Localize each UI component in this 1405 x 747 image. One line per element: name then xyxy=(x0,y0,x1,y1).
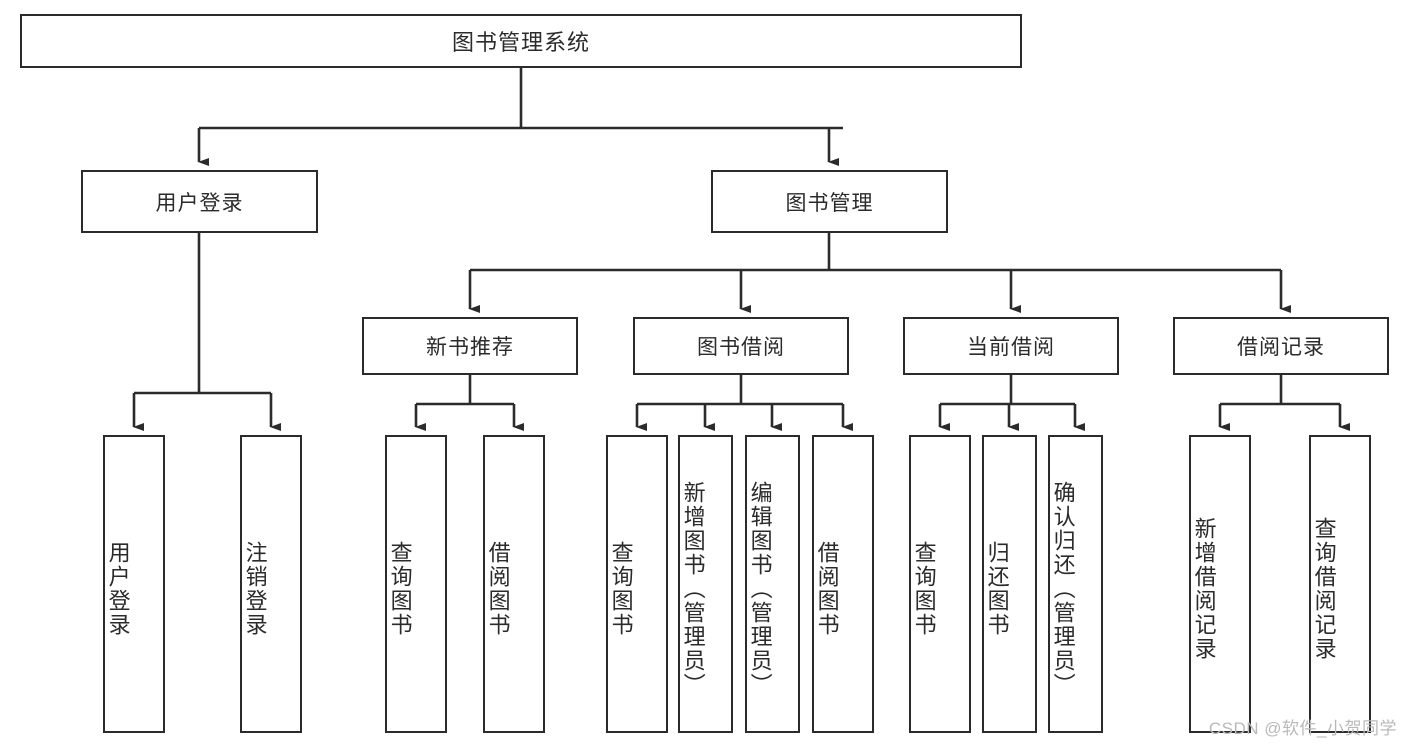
leaf-query-borrow-record[interactable]: 查询借阅记录 xyxy=(1309,435,1371,733)
leaf-logout-label: 注销登录 xyxy=(242,541,268,637)
leaf-user-login[interactable]: 用户登录 xyxy=(103,435,165,733)
node-current-borrow-label: 当前借阅 xyxy=(967,336,1055,359)
leaf-borrow-book-new-label: 借阅图书 xyxy=(485,541,511,637)
leaf-return-book-label: 归还图书 xyxy=(984,541,1010,637)
leaf-add-book-admin-label: 新增图书（管理员） xyxy=(680,481,706,697)
leaf-user-login-label: 用户登录 xyxy=(105,541,131,637)
leaf-query-book-new-label: 查询图书 xyxy=(387,541,413,637)
leaf-query-book-current-label: 查询图书 xyxy=(911,541,937,637)
leaf-add-borrow-record[interactable]: 新增借阅记录 xyxy=(1189,435,1251,733)
node-book-borrow-label: 图书借阅 xyxy=(697,336,785,359)
leaf-borrow-book-new[interactable]: 借阅图书 xyxy=(483,435,545,733)
leaf-confirm-return-admin[interactable]: 确认归还（管理员） xyxy=(1048,435,1103,733)
leaf-return-book[interactable]: 归还图书 xyxy=(982,435,1037,733)
leaf-edit-book-admin[interactable]: 编辑图书（管理员） xyxy=(745,435,800,733)
watermark: CSDN @软件_小贺同学 xyxy=(1208,719,1397,738)
node-new-book-recommend-label: 新书推荐 xyxy=(426,336,514,359)
node-user-login[interactable]: 用户登录 xyxy=(81,170,318,233)
leaf-logout[interactable]: 注销登录 xyxy=(240,435,302,733)
node-borrow-records-label: 借阅记录 xyxy=(1237,336,1325,359)
leaf-query-book-current[interactable]: 查询图书 xyxy=(909,435,971,733)
node-borrow-records[interactable]: 借阅记录 xyxy=(1173,317,1389,375)
node-user-login-label: 用户登录 xyxy=(155,191,244,215)
node-book-management[interactable]: 图书管理 xyxy=(711,170,948,233)
node-current-borrow[interactable]: 当前借阅 xyxy=(903,317,1119,375)
leaf-confirm-return-admin-label: 确认归还（管理员） xyxy=(1050,481,1076,697)
leaf-query-book-new[interactable]: 查询图书 xyxy=(385,435,447,733)
leaf-add-borrow-record-label: 新增借阅记录 xyxy=(1191,517,1217,661)
node-root[interactable]: 图书管理系统 xyxy=(20,14,1022,68)
leaf-add-book-admin[interactable]: 新增图书（管理员） xyxy=(678,435,733,733)
leaf-edit-book-admin-label: 编辑图书（管理员） xyxy=(747,481,773,697)
node-new-book-recommend[interactable]: 新书推荐 xyxy=(362,317,578,375)
leaf-query-book-borrow[interactable]: 查询图书 xyxy=(606,435,668,733)
node-book-borrow[interactable]: 图书借阅 xyxy=(633,317,849,375)
node-root-label: 图书管理系统 xyxy=(451,30,590,55)
leaf-query-borrow-record-label: 查询借阅记录 xyxy=(1311,517,1337,661)
leaf-lend-book[interactable]: 借阅图书 xyxy=(812,435,874,733)
leaf-query-book-borrow-label: 查询图书 xyxy=(608,541,634,637)
node-book-management-label: 图书管理 xyxy=(785,191,874,215)
leaf-lend-book-label: 借阅图书 xyxy=(814,541,840,637)
